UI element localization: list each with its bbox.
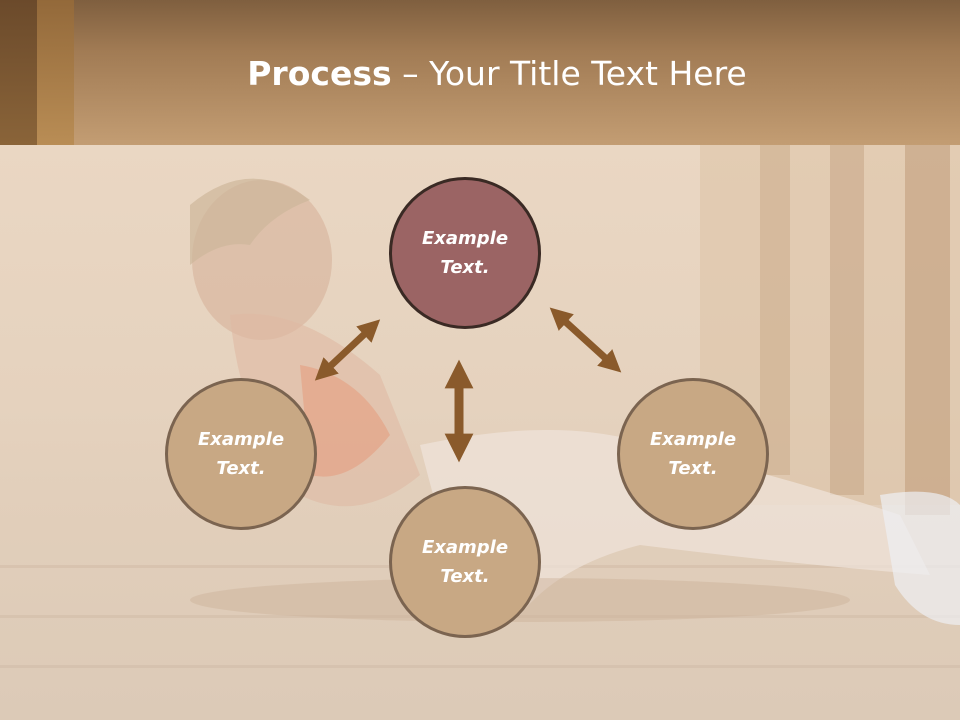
step-left-text: Example Text. [197, 429, 285, 479]
header-accent-stripe [0, 0, 37, 145]
title-bar: Process – Your Title Text Here [0, 0, 960, 145]
arrow-top-right [549, 307, 622, 373]
process-step-right[interactable]: Example Text. [617, 378, 769, 530]
process-step-left[interactable]: Example Text. [165, 378, 317, 530]
arrow-top-left [314, 319, 381, 381]
process-step-top[interactable]: Example Text. [389, 177, 541, 329]
step-top-text: Example Text. [421, 228, 509, 278]
step-bottom-text: Example Text. [421, 537, 509, 587]
slide-title: Process – Your Title Text Here [74, 50, 920, 98]
title-bold: Process [247, 54, 392, 93]
step-right-text: Example Text. [649, 429, 737, 479]
title-rest: – Your Title Text Here [391, 54, 747, 93]
header-accent-stripe [37, 0, 74, 145]
process-step-bottom[interactable]: Example Text. [389, 486, 541, 638]
